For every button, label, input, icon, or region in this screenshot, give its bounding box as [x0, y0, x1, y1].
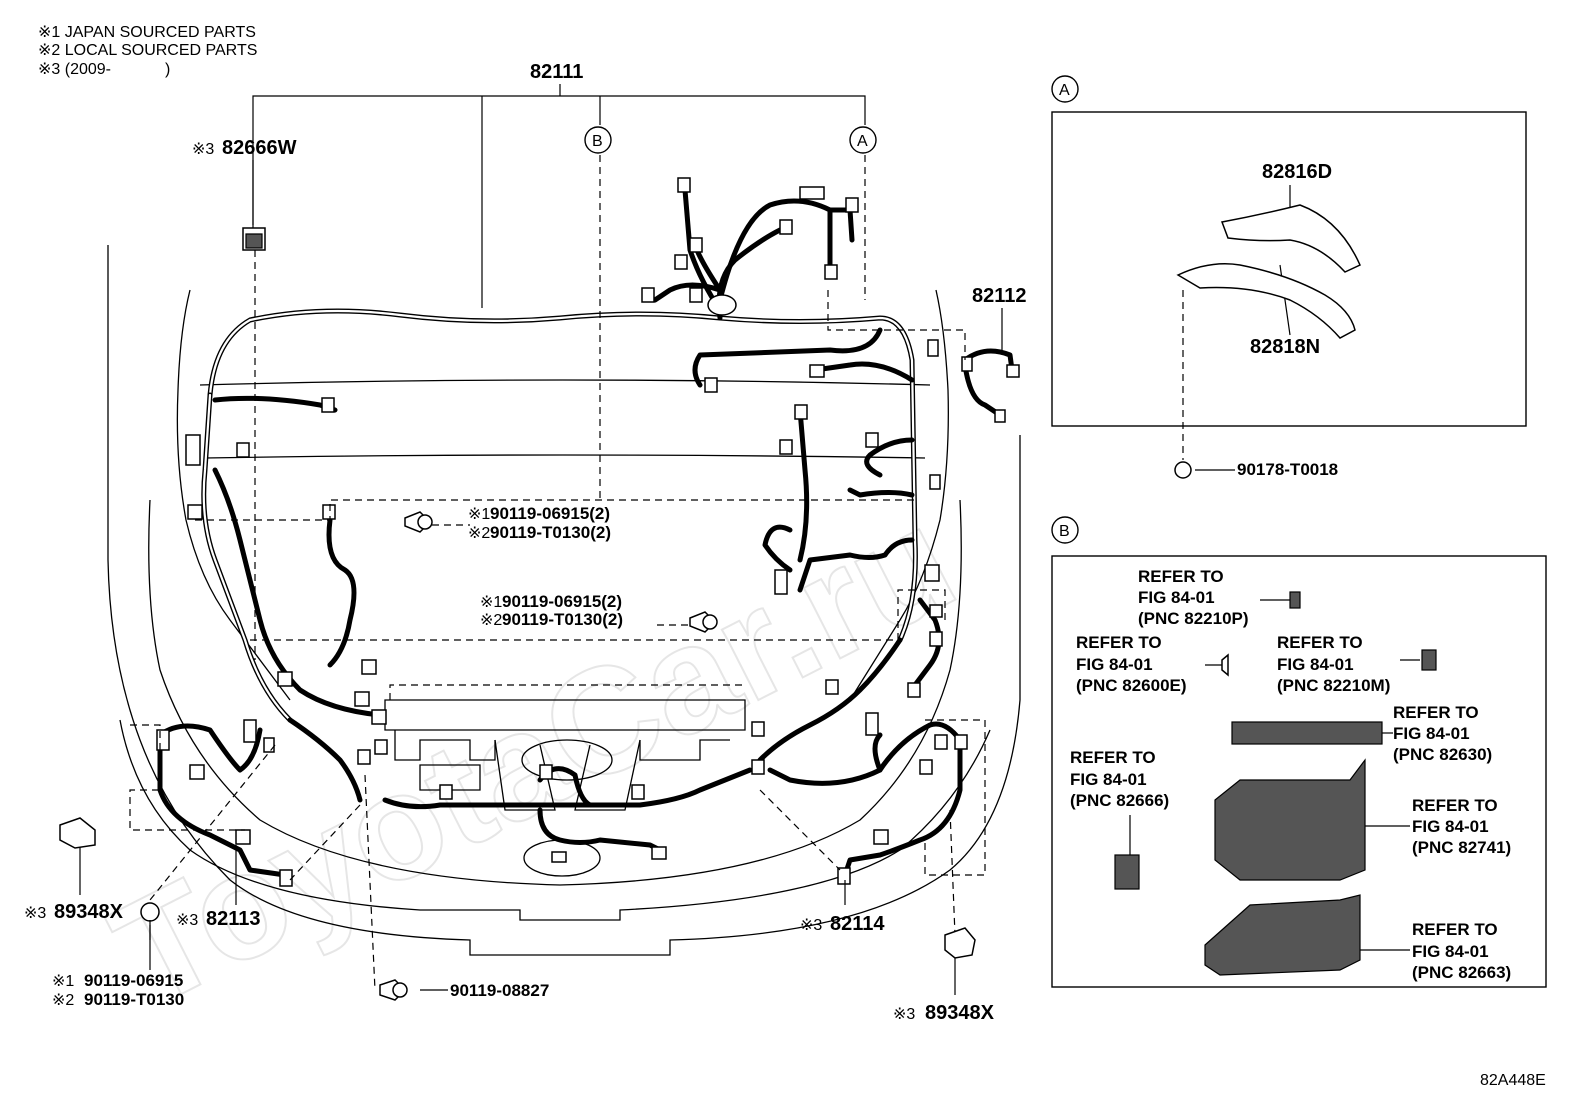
label-89348X-right: 89348X	[925, 1002, 995, 1024]
callout-circle-B-main: B	[584, 126, 612, 154]
refer-82600E-line2: FIG 84-01	[1076, 655, 1153, 674]
label-90119-T0130: 90119-T0130	[84, 990, 184, 1009]
callout-A-main: A	[857, 133, 868, 150]
refer-82210M-line3: (PNC 82210M)	[1277, 676, 1390, 695]
mounting-dashed-lines	[129, 155, 1184, 991]
label-82818N: 82818N	[1250, 336, 1320, 358]
marker-3-89348X-left: ※3	[24, 905, 46, 922]
refer-82741-line3: (PNC 82741)	[1412, 838, 1511, 857]
marker-2-c: ※2	[52, 992, 74, 1009]
label-82112: 82112	[972, 285, 1027, 307]
refer-82663-line3: (PNC 82663)	[1412, 963, 1511, 982]
label-90119-06915-2-a: 90119-06915(2)	[490, 504, 610, 523]
refer-82600E-line3: (PNC 82600E)	[1076, 676, 1187, 695]
callout-B-main: B	[592, 133, 603, 150]
marker-2-a: ※2	[468, 525, 490, 542]
label-90119-08827: 90119-08827	[450, 981, 549, 1000]
detail-A-box	[1051, 111, 1527, 427]
marker-3-82666W: ※3	[192, 141, 214, 158]
note-year-start: ※3 (2009-	[38, 61, 111, 78]
refer-82666-line3: (PNC 82666)	[1070, 791, 1169, 810]
refer-82210M-line2: FIG 84-01	[1277, 655, 1354, 674]
marker-1-c: ※1	[52, 973, 74, 990]
label-82666W: 82666W	[222, 137, 297, 159]
watermark: ToyotaCar.ru	[88, 474, 979, 1039]
part-82816D-shape	[1220, 204, 1361, 273]
figure-code: 82A448E	[1480, 1072, 1546, 1089]
label-90178-T0018: 90178-T0018	[1237, 460, 1338, 479]
refer-82666-line2: FIG 84-01	[1070, 770, 1147, 789]
note-local-sourced: ※2 LOCAL SOURCED PARTS	[38, 42, 257, 59]
refer-82630-line3: (PNC 82630)	[1393, 745, 1492, 764]
part-82663-shape	[1204, 894, 1361, 976]
refer-82630-line2: FIG 84-01	[1393, 724, 1470, 743]
detail-B-box	[1051, 555, 1547, 988]
label-90119-T0130-2-b: 90119-T0130(2)	[502, 610, 623, 629]
refer-82666-line1: REFER TO	[1070, 748, 1156, 767]
marker-1-b: ※1	[480, 594, 502, 611]
refer-82210M-line1: REFER TO	[1277, 633, 1363, 652]
refer-82210P-line2: FIG 84-01	[1138, 588, 1215, 607]
detail-B: B REFER TO FIG 84-01 (PNC 82210P) REFER …	[1051, 516, 1547, 988]
marker-3-89348X-right: ※3	[893, 1006, 915, 1023]
part-82666-shape	[1114, 854, 1140, 890]
label-90119-06915: 90119-06915	[84, 971, 183, 990]
detail-A: A 82816D 82818N 90178-T0018	[1051, 75, 1527, 479]
part-82818N-shape	[1176, 263, 1356, 339]
marker-2-b: ※2	[480, 612, 502, 629]
label-90119-06915-2-b: 90119-06915(2)	[502, 592, 622, 611]
refer-82630-line1: REFER TO	[1393, 703, 1479, 722]
label-82114: 82114	[830, 913, 885, 935]
part-82741-shape	[1214, 758, 1366, 881]
note-year-end: )	[165, 61, 170, 78]
marker-3-82114: ※3	[800, 917, 822, 934]
marker-1-a: ※1	[468, 506, 490, 523]
refer-82741-line2: FIG 84-01	[1412, 817, 1489, 836]
label-90119-T0130-2-a: 90119-T0130(2)	[490, 523, 611, 542]
small-parts	[59, 227, 1192, 1001]
refer-82741-line1: REFER TO	[1412, 796, 1498, 815]
harness-connectors	[156, 177, 1020, 887]
notes: ※1 JAPAN SOURCED PARTS ※2 LOCAL SOURCED …	[38, 24, 257, 78]
label-82113: 82113	[206, 908, 261, 930]
label-82816D: 82816D	[1262, 161, 1332, 183]
part-82630-shape	[1231, 721, 1383, 745]
callout-circle-A-main: A	[849, 126, 877, 154]
refer-82663-line1: REFER TO	[1412, 920, 1498, 939]
detail-B-callout: B	[1059, 523, 1070, 540]
label-89348X-left: 89348X	[54, 901, 124, 923]
refer-82210P-line1: REFER TO	[1138, 567, 1224, 586]
label-82111: 82111	[530, 61, 583, 83]
refer-82210P-line3: (PNC 82210P)	[1138, 609, 1249, 628]
refer-82600E-line1: REFER TO	[1076, 633, 1162, 652]
marker-3-82113: ※3	[176, 912, 198, 929]
refer-82663-line2: FIG 84-01	[1412, 942, 1489, 961]
part-labels: 82111 ※3 82666W 82112 ※1 90119-06915(2) …	[24, 61, 1027, 1024]
note-japan-sourced: ※1 JAPAN SOURCED PARTS	[38, 24, 256, 41]
detail-A-callout: A	[1059, 82, 1070, 99]
